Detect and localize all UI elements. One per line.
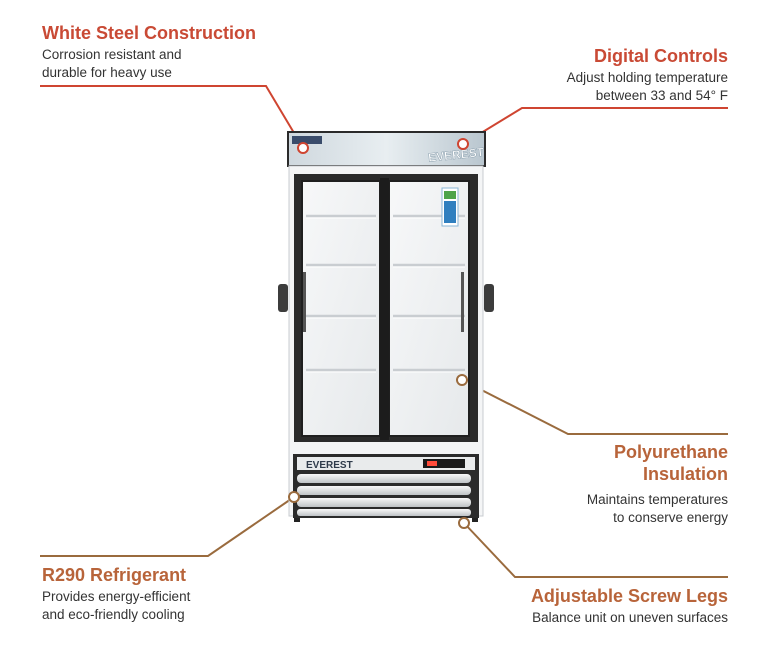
white-steel-title: White Steel Construction bbox=[42, 23, 257, 43]
polyurethane-connector bbox=[461, 379, 728, 435]
right-side-handle bbox=[484, 284, 494, 312]
shelves bbox=[306, 214, 465, 372]
vent-louver-3 bbox=[297, 498, 471, 507]
digital-controls-description: Adjust holding temperature between 33 an… bbox=[468, 69, 728, 105]
energy-leaf-icon bbox=[444, 191, 456, 199]
white-steel-description: Corrosion resistant and durable for heav… bbox=[42, 46, 302, 82]
r290-marker bbox=[288, 491, 300, 503]
digital-controls-title: Digital Controls bbox=[594, 46, 728, 66]
digital-controls-desc-line1: Adjust holding temperature bbox=[566, 70, 728, 85]
callout-r290: R290 Refrigerant Provides energy-efficie… bbox=[42, 564, 282, 624]
polyurethane-desc-line1: Maintains temperatures bbox=[586, 492, 728, 507]
door-mullion bbox=[380, 178, 389, 440]
white-steel-connector bbox=[40, 85, 304, 149]
screw-legs-desc-line1: Balance unit on uneven surfaces bbox=[532, 610, 728, 625]
polyurethane-title: Polyurethane Insulation bbox=[508, 441, 728, 485]
left-door-glass bbox=[301, 180, 381, 437]
right-door-handle bbox=[461, 272, 464, 332]
left-side-handle bbox=[278, 284, 288, 312]
digital-display bbox=[423, 459, 465, 468]
callout-polyurethane: Polyurethane Insulation Maintains temper… bbox=[508, 441, 728, 527]
r290-connector bbox=[40, 496, 295, 557]
callout-digital-controls: Digital Controls Adjust holding temperat… bbox=[468, 45, 728, 105]
callout-screw-legs: Adjustable Screw Legs Balance unit on un… bbox=[468, 585, 728, 627]
r290-title: R290 Refrigerant bbox=[42, 565, 187, 585]
screw-legs-title: Adjustable Screw Legs bbox=[530, 586, 728, 606]
polyurethane-description: Maintains temperatures to conserve energ… bbox=[508, 491, 728, 527]
lower-brand-text: EVEREST bbox=[306, 460, 353, 471]
header-brand-text: EVEREST bbox=[427, 145, 485, 165]
display-readout bbox=[427, 461, 437, 466]
vent-louver-4 bbox=[297, 509, 471, 516]
screw-legs-connector bbox=[463, 522, 728, 578]
digital-controls-desc-line2: between 33 and 54° F bbox=[595, 88, 728, 103]
digital-controls-marker bbox=[457, 138, 469, 150]
vent-louver-1 bbox=[297, 474, 471, 483]
header-logo-badge bbox=[292, 136, 322, 144]
white-steel-desc-line1: Corrosion resistant and bbox=[42, 47, 182, 62]
vent-louver-2 bbox=[297, 486, 471, 495]
r290-desc-line1: Provides energy-efficient bbox=[42, 589, 191, 604]
polyurethane-title-line2: Insulation bbox=[643, 464, 728, 484]
polyurethane-marker bbox=[456, 374, 468, 386]
screw-legs-marker bbox=[458, 517, 470, 529]
r290-description: Provides energy-efficient and eco-friend… bbox=[42, 588, 282, 624]
r290-desc-line2: and eco-friendly cooling bbox=[42, 607, 185, 622]
polyurethane-title-line1: Polyurethane bbox=[613, 442, 728, 462]
left-door-handle bbox=[303, 272, 306, 332]
screw-legs-description: Balance unit on uneven surfaces bbox=[468, 609, 728, 627]
callout-white-steel: White Steel Construction Corrosion resis… bbox=[42, 22, 302, 82]
energy-label-bar bbox=[444, 201, 456, 223]
left-leg bbox=[294, 518, 300, 522]
right-leg bbox=[472, 518, 478, 522]
white-steel-desc-line2: durable for heavy use bbox=[42, 65, 172, 80]
polyurethane-desc-line2: to conserve energy bbox=[613, 510, 728, 525]
white-steel-marker bbox=[297, 142, 309, 154]
